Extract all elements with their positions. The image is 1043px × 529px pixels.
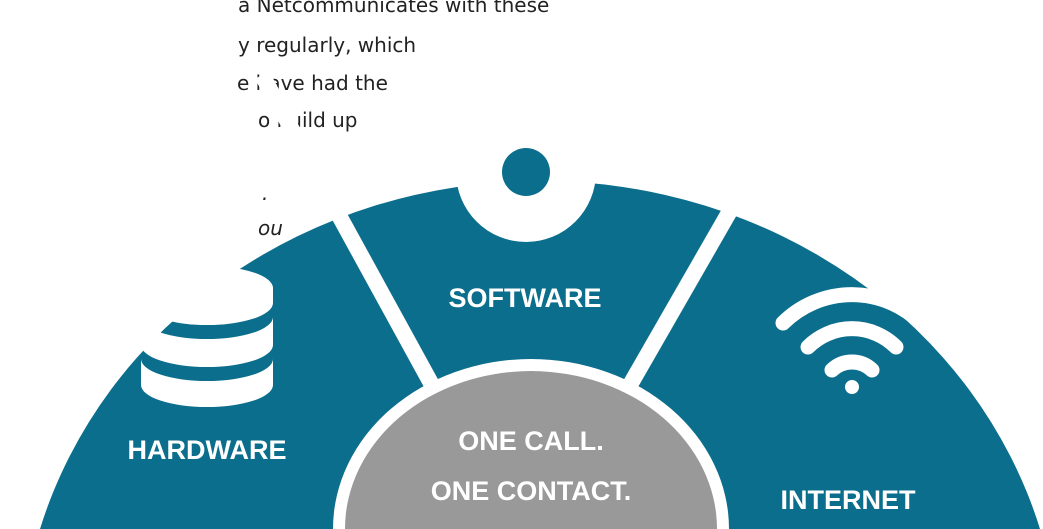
background-text-line: a Netcommunicates with these xyxy=(238,0,550,17)
internet-label: INTERNET xyxy=(781,485,917,515)
segment-software: SOFTWARE xyxy=(449,102,602,313)
wifi-icon xyxy=(775,287,929,394)
wheel-background xyxy=(40,180,1040,529)
background-text-line: y regularly, which xyxy=(238,33,417,57)
background-text-line: . xyxy=(262,181,269,205)
divider-left xyxy=(254,71,440,389)
divider-right xyxy=(623,71,815,389)
database-icon xyxy=(141,266,273,407)
segment-hardware: HARDWARE xyxy=(128,266,287,465)
disc-icon xyxy=(456,102,596,242)
hardware-label: HARDWARE xyxy=(128,435,287,465)
center-hub: ONE CALL. ONE CONTACT. xyxy=(333,359,729,529)
background-text-line: ou xyxy=(258,216,283,240)
center-line-1: ONE CALL. xyxy=(458,426,604,456)
software-label: SOFTWARE xyxy=(449,283,602,313)
segment-internet: INTERNET xyxy=(775,287,929,515)
center-line-2: ONE CONTACT. xyxy=(431,476,632,506)
